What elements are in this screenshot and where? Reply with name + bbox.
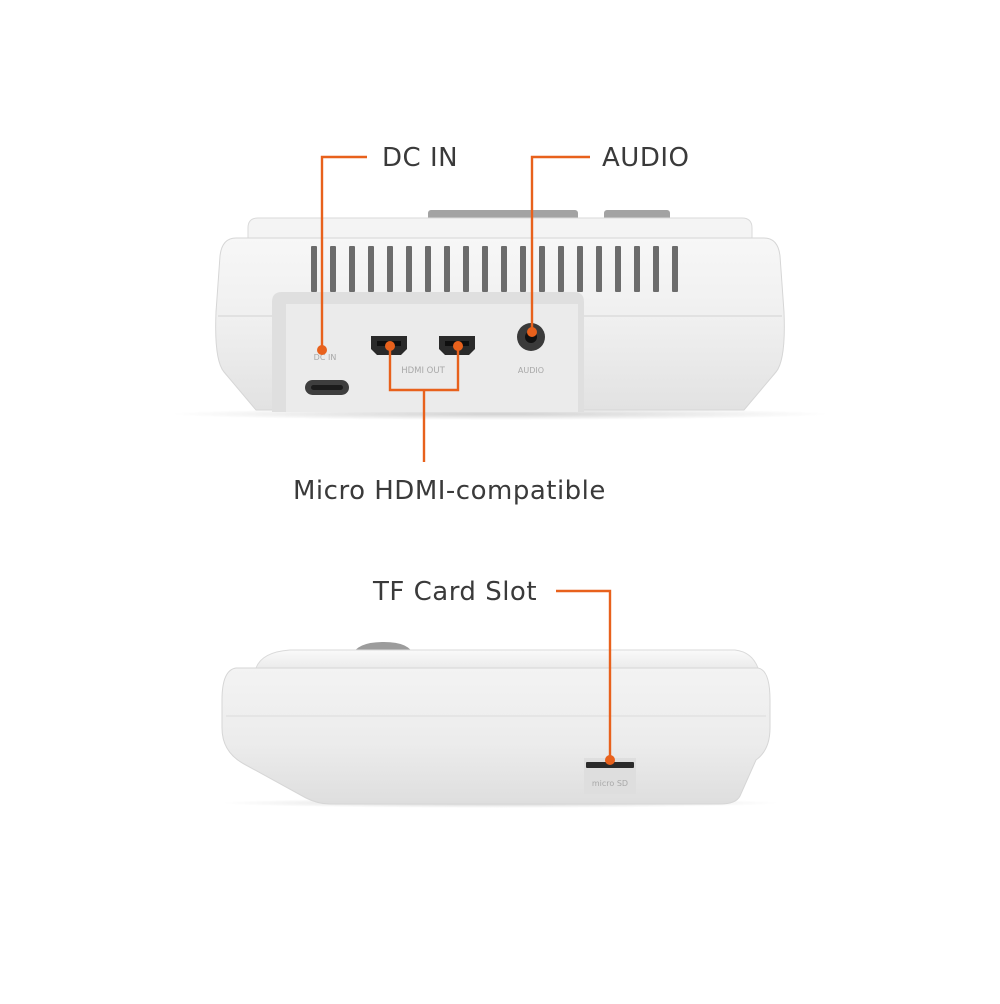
callout-dots: [317, 327, 615, 765]
port-marking-dc-in: DC IN: [314, 353, 337, 362]
back-view: DC IN HDMI OUT AUDIO: [170, 210, 830, 420]
callout-audio: AUDIO: [602, 143, 690, 173]
port-marking-audio: AUDIO: [518, 366, 544, 375]
callout-line-dc-in: [320, 155, 367, 350]
port-marking-micro-sd: micro SD: [592, 779, 628, 788]
callout-line-audio: [530, 155, 590, 332]
vent-slots: [311, 246, 678, 292]
callout-micro-hdmi: Micro HDMI-compatible: [293, 476, 606, 506]
callout-lines: [320, 155, 612, 760]
back-top-lip: [247, 217, 753, 239]
port-marking-hdmi-out: HDMI OUT: [401, 366, 445, 376]
side-view: micro SD: [220, 642, 780, 808]
callout-line-tf: [556, 589, 612, 760]
side-top-shell: [255, 649, 759, 669]
side-body: [221, 667, 771, 805]
callout-dc-in: DC IN: [382, 143, 459, 173]
callout-tf-card-slot: TF Card Slot: [373, 577, 538, 607]
